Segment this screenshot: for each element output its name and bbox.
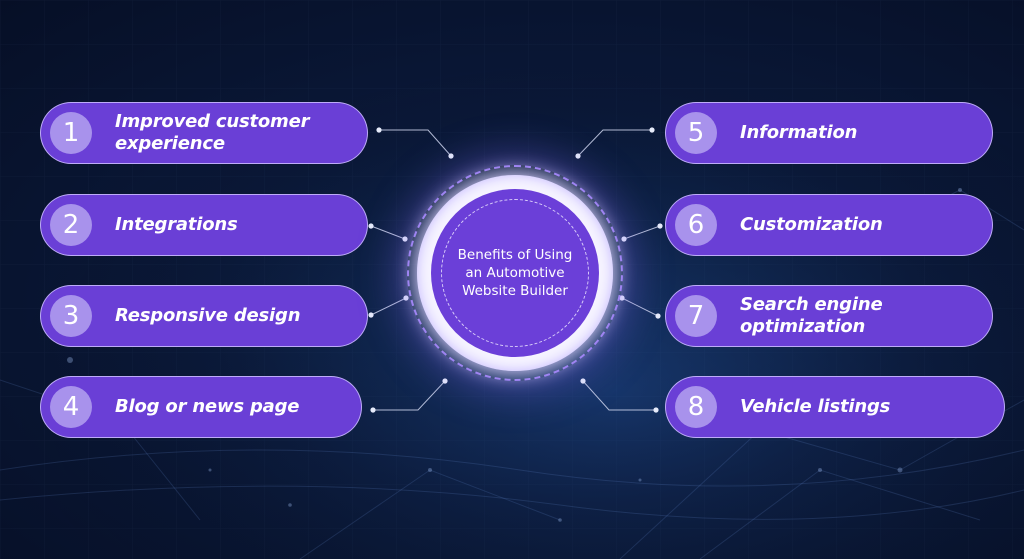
benefit-label: Information: [740, 122, 858, 143]
benefit-label: Blog or news page: [115, 396, 300, 417]
benefit-label: Responsive design: [115, 305, 301, 326]
hub-outer-dashed-ring: [407, 165, 623, 381]
hub-title-text: Benefits of Using an Automotive Website …: [457, 247, 573, 299]
benefit-number-badge: 1: [50, 112, 92, 154]
benefit-number-badge: 2: [50, 204, 92, 246]
benefit-item-3: 3 Responsive design: [40, 285, 368, 347]
benefit-number-badge: 7: [675, 295, 717, 337]
benefit-item-2: 2 Integrations: [40, 194, 368, 256]
benefit-label: Vehicle listings: [740, 396, 891, 417]
benefit-item-7: 7 Search engine optimization: [665, 285, 993, 347]
benefit-item-4: 4 Blog or news page: [40, 376, 362, 438]
benefit-label: Customization: [740, 214, 883, 235]
hub-title: Benefits of Using an Automotive Website …: [431, 189, 599, 357]
benefit-number-badge: 4: [50, 386, 92, 428]
benefit-item-6: 6 Customization: [665, 194, 993, 256]
benefit-number-badge: 3: [50, 295, 92, 337]
benefit-item-5: 5 Information: [665, 102, 993, 164]
benefit-label: Improved customer experience: [115, 111, 310, 154]
benefit-item-1: 1 Improved customer experience: [40, 102, 368, 164]
benefit-label: Integrations: [115, 214, 238, 235]
benefit-number-badge: 5: [675, 112, 717, 154]
hub-inner-dashed-ring: [441, 199, 589, 347]
benefit-number-badge: 6: [675, 204, 717, 246]
benefit-item-8: 8 Vehicle listings: [665, 376, 1005, 438]
benefit-label: Search engine optimization: [740, 294, 883, 337]
benefit-number-badge: 8: [675, 386, 717, 428]
